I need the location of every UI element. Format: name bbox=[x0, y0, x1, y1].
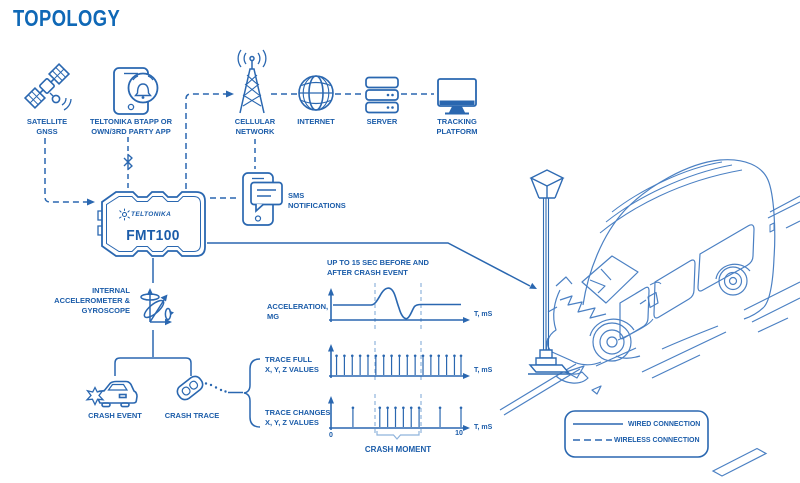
label-gyro: INTERNAL ACCELEROMETER & GYROSCOPE bbox=[54, 286, 130, 315]
server-icon bbox=[365, 76, 399, 114]
trace-full-ticks bbox=[335, 354, 463, 375]
label-cellular: CELLULAR NETWORK bbox=[234, 117, 276, 136]
chart-acceleration bbox=[328, 287, 470, 323]
connector-satellite-device bbox=[44, 138, 88, 203]
label-tracking: TRACKING PLATFORM bbox=[436, 117, 478, 136]
axis-label-trace-full: T, mS bbox=[474, 367, 493, 374]
label-internet: INTERNET bbox=[297, 117, 335, 126]
road-marking-strip bbox=[711, 447, 768, 477]
van-window-door bbox=[619, 286, 650, 340]
van-roof-outline bbox=[582, 159, 776, 308]
van-window-rear bbox=[697, 224, 755, 292]
legend-wired-label: WIRED CONNECTION bbox=[628, 421, 701, 428]
label-crash-event: CRASH EVENT bbox=[88, 411, 142, 420]
brace bbox=[243, 358, 261, 428]
sms-phone-icon bbox=[242, 172, 283, 226]
chart-trace-full bbox=[328, 344, 470, 379]
arrow-device-vehicle bbox=[529, 282, 537, 289]
van-windshield-cracked bbox=[581, 255, 639, 304]
van-roof-ridges bbox=[599, 161, 743, 234]
van-tail-light bbox=[769, 222, 775, 233]
fmt100-device-icon bbox=[97, 191, 206, 257]
trace-changes-ticks bbox=[351, 406, 463, 427]
label-crash-moment: CRASH MOMENT bbox=[364, 445, 432, 454]
van-crush-lines bbox=[547, 276, 573, 313]
van-front-arch bbox=[589, 318, 635, 337]
crash-event-icon bbox=[85, 380, 138, 408]
connectors bbox=[44, 90, 537, 428]
arrow-device-cellular bbox=[226, 90, 234, 98]
axis-label-trace-changes: T, mS bbox=[474, 424, 493, 431]
acceleration-signal bbox=[333, 287, 461, 320]
debris-shards bbox=[565, 365, 602, 395]
van-mirror bbox=[639, 291, 659, 309]
van-skirt bbox=[615, 306, 765, 359]
crash-trace-icon bbox=[176, 375, 204, 401]
gyroscope-icon bbox=[140, 288, 174, 326]
device-brand-label: TELTONIKA bbox=[131, 211, 172, 218]
cellular-network-icon bbox=[237, 49, 267, 114]
connector-device-vehicle bbox=[207, 242, 531, 287]
label-trace-changes: TRACE CHANGES X, Y, Z VALUES bbox=[265, 408, 331, 427]
label-charts-note: UP TO 15 SEC BEFORE AND AFTER CRASH EVEN… bbox=[327, 258, 429, 277]
page-title: TOPOLOGY bbox=[13, 5, 121, 31]
label-trace-full: TRACE FULL X, Y, Z VALUES bbox=[265, 355, 319, 374]
crash-moment-bracket bbox=[376, 431, 420, 440]
chart-trace-changes bbox=[328, 396, 470, 440]
axis-label-acceleration: T, mS bbox=[474, 311, 493, 318]
satellite-gnss-icon bbox=[23, 62, 72, 111]
legend-wireless-label: WIRELESS CONNECTION bbox=[614, 437, 700, 444]
connector-device-cellular bbox=[185, 93, 227, 189]
van-rear-arch bbox=[715, 263, 751, 280]
label-server: SERVER bbox=[366, 117, 398, 126]
legend-box bbox=[564, 410, 709, 458]
van-window-mid bbox=[653, 259, 696, 319]
bluetooth-icon bbox=[123, 153, 133, 171]
teltonika-logo-icon bbox=[119, 208, 130, 221]
tracking-platform-icon bbox=[437, 78, 477, 115]
internet-icon bbox=[298, 75, 334, 111]
van-front-mass bbox=[547, 289, 602, 366]
arrow-satellite-device bbox=[87, 198, 95, 206]
label-crash-trace: CRASH TRACE bbox=[164, 411, 220, 420]
speed-lines-rear bbox=[743, 281, 800, 333]
van-hood-crumple bbox=[559, 295, 607, 319]
lamp-post bbox=[528, 169, 570, 375]
label-acceleration: ACCELERATION, MG bbox=[267, 302, 329, 321]
road-edge-rear bbox=[767, 195, 800, 229]
btapp-phone-icon bbox=[113, 67, 159, 115]
crash-trace-dotted-tail bbox=[204, 382, 227, 393]
device-model-label: FMT100 bbox=[126, 227, 180, 244]
label-satellite: SATELLITE GNSS bbox=[26, 117, 68, 136]
label-btapp: TELTONIKA BTAPP OR OWN/3RD PARTY APP bbox=[89, 117, 173, 136]
connector-split-branches bbox=[114, 357, 192, 376]
axis-min-label: 0 bbox=[329, 432, 333, 439]
axis-max-label: 10 bbox=[455, 430, 463, 437]
label-sms: SMS NOTIFICATIONS bbox=[288, 191, 346, 210]
